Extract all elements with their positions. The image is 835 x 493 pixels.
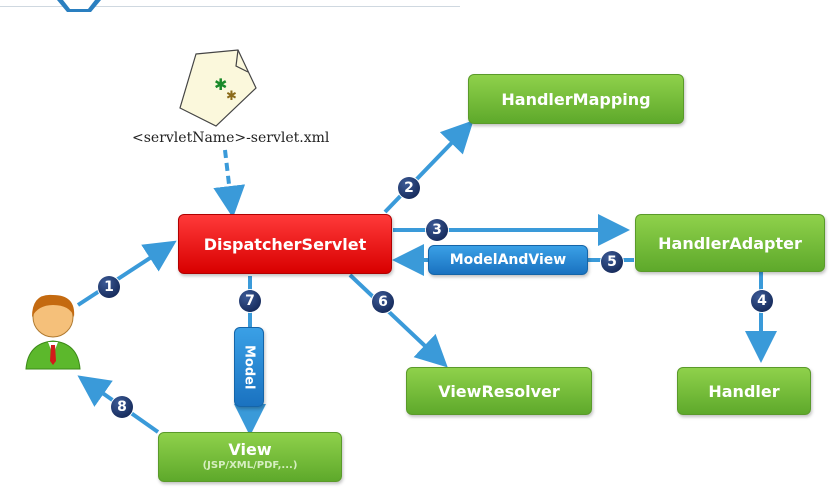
model-box: Model xyxy=(234,327,264,407)
handler-adapter-box: HandlerAdapter xyxy=(635,214,825,272)
arrow-step-2 xyxy=(383,120,474,214)
arrow-step-6 xyxy=(348,273,448,368)
arrow-step-1 xyxy=(76,240,177,307)
dispatcher-servlet-label: DispatcherServlet xyxy=(203,234,367,254)
xml-document-icon: ✱ ✱ xyxy=(179,49,257,127)
model-and-view-label: ModelAndView xyxy=(449,252,567,268)
user-icon xyxy=(25,294,81,370)
handler-adapter-label: HandlerAdapter xyxy=(658,233,802,253)
model-label: Model xyxy=(241,344,257,390)
svg-text:✱: ✱ xyxy=(226,89,237,104)
view-subtitle: (JSP/XML/PDF,...) xyxy=(202,460,298,471)
svg-text:✱: ✱ xyxy=(214,75,227,94)
view-label: View xyxy=(228,440,272,459)
view-resolver-box: ViewResolver xyxy=(406,367,592,415)
config-file-label: <servletName>-servlet.xml xyxy=(132,130,330,146)
handler-box: Handler xyxy=(677,367,811,415)
handler-mapping-label: HandlerMapping xyxy=(501,89,651,109)
header-shape xyxy=(57,0,101,12)
step-badge-2: 2 xyxy=(398,177,420,199)
handler-mapping-box: HandlerMapping xyxy=(468,74,684,124)
step-badge-3: 3 xyxy=(426,219,448,241)
step-badge-4: 4 xyxy=(751,290,773,312)
step-badge-7: 7 xyxy=(239,290,261,312)
step-badge-5: 5 xyxy=(601,251,623,273)
step-badge-1: 1 xyxy=(98,276,120,298)
handler-label: Handler xyxy=(708,381,780,401)
view-box: View (JSP/XML/PDF,...) xyxy=(158,432,342,482)
step-badge-6: 6 xyxy=(372,291,394,313)
dispatcher-servlet-box: DispatcherServlet xyxy=(178,214,392,274)
step-badge-8: 8 xyxy=(111,396,133,418)
view-resolver-label: ViewResolver xyxy=(438,381,560,401)
arrow-config xyxy=(213,149,246,218)
top-divider-line xyxy=(0,0,460,7)
model-and-view-box: ModelAndView xyxy=(428,245,588,275)
